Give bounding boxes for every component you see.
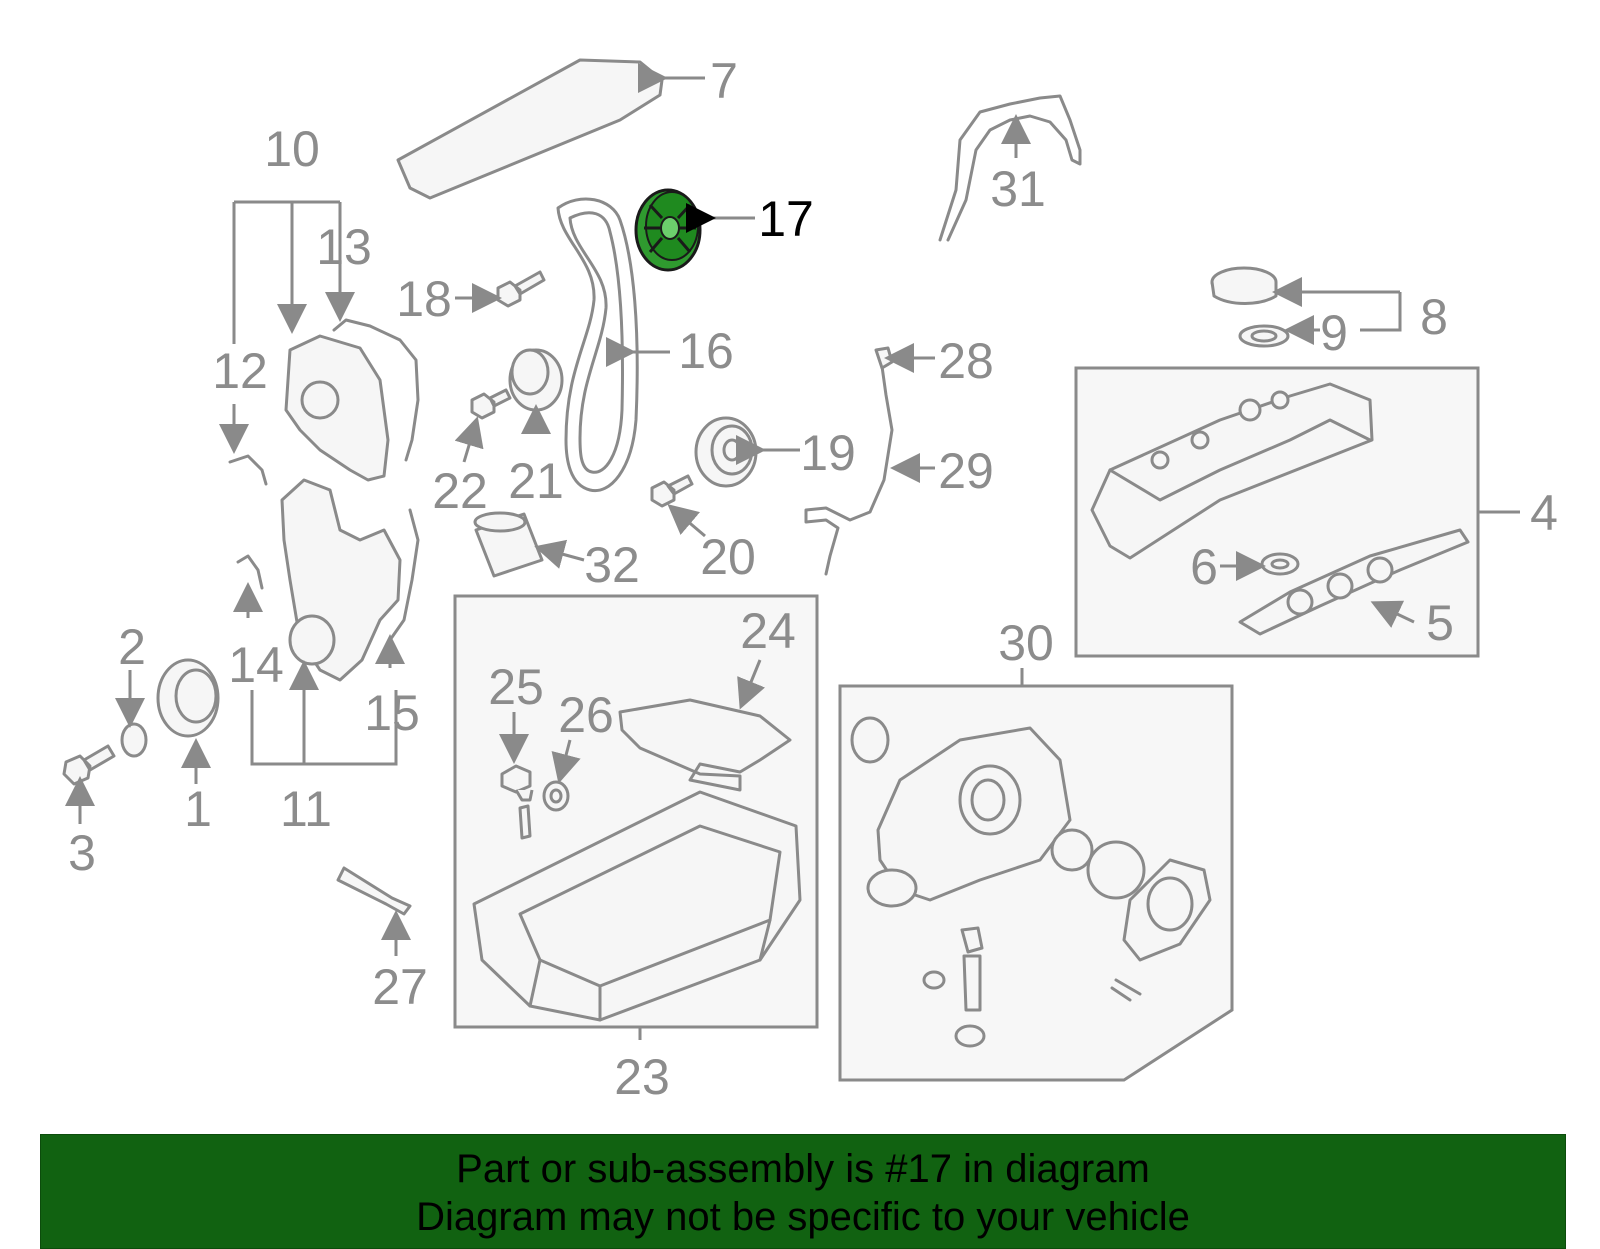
callout-7: 7: [710, 53, 738, 109]
part-28-dipstick: [874, 346, 894, 370]
part-29-dipstick-tube: [804, 350, 894, 576]
part-5-gasket: [1238, 528, 1470, 636]
part-19-pulley: [694, 416, 758, 488]
part-18-bolt: [496, 270, 546, 308]
callout-21: 21: [508, 453, 564, 509]
callout-5: 5: [1426, 595, 1454, 651]
callout-27: 27: [372, 959, 428, 1015]
part-24-baffle: [618, 698, 792, 792]
part-20-bolt: [650, 474, 694, 508]
part-15-seal: [388, 508, 420, 642]
part-21-idler: [508, 348, 564, 412]
part-1-crank-pulley: [156, 658, 220, 738]
callout-8: 8: [1420, 289, 1448, 345]
callout-28: 28: [938, 333, 994, 389]
callout-12: 12: [212, 343, 268, 399]
callout-14: 14: [228, 637, 284, 693]
part-23-oil-pan: [472, 790, 802, 1022]
callout-3: 3: [68, 825, 96, 881]
part-25-drain-plug: [500, 764, 534, 840]
part-31-gasket: [938, 94, 1082, 242]
banner-line-2: Diagram may not be specific to your vehi…: [416, 1195, 1190, 1239]
callout-24: 24: [740, 603, 796, 659]
callout-9: 9: [1320, 305, 1348, 361]
callout-10: 10: [264, 121, 320, 177]
part-11-timing-cover-lower: [280, 478, 402, 682]
part-14-seal: [236, 554, 264, 590]
part-22-bolt: [470, 388, 512, 420]
part-7-gasket: [396, 58, 664, 200]
callout-16: 16: [678, 323, 734, 379]
part-9-seal: [1238, 324, 1290, 348]
callout-11: 11: [280, 781, 332, 837]
callout-26: 26: [558, 687, 614, 743]
callout-20: 20: [700, 529, 756, 585]
callout-31: 31: [990, 161, 1046, 217]
part-16-timing-belt: [556, 197, 639, 493]
part-12-seal: [228, 454, 268, 486]
callout-19: 19: [800, 425, 856, 481]
part-8-oil-cap: [1210, 266, 1278, 305]
callout-15: 15: [364, 685, 420, 741]
part-4-valve-cover: [1090, 382, 1374, 560]
part-2-washer: [120, 722, 148, 758]
part-6-seal: [1260, 552, 1300, 576]
part-26-washer: [542, 780, 570, 812]
part-32-oil-filter: [473, 511, 544, 578]
part-30-oil-pump: [850, 716, 1212, 1048]
callout-18: 18: [396, 271, 452, 327]
part-10-timing-cover-upper: [284, 334, 390, 482]
callout-4: 4: [1530, 485, 1558, 541]
callout-30: 30: [998, 615, 1054, 671]
callout-23: 23: [614, 1049, 670, 1105]
part-17-sprocket-icon[interactable]: [634, 188, 702, 272]
callout-2: 2: [118, 619, 146, 675]
callout-1: 1: [184, 781, 212, 837]
info-banner: Part or sub-assembly is #17 in diagram D…: [40, 1134, 1566, 1249]
callout-25: 25: [488, 659, 544, 715]
callout-13: 13: [316, 219, 372, 275]
callout-32: 32: [584, 537, 640, 593]
part-3-bolt: [62, 744, 116, 786]
callout-29: 29: [938, 443, 994, 499]
callout-17[interactable]: 17: [758, 191, 814, 247]
banner-line-1: Part or sub-assembly is #17 in diagram: [456, 1147, 1150, 1191]
callout-6: 6: [1190, 539, 1218, 595]
callout-22: 22: [432, 463, 488, 519]
part-27-tool: [336, 866, 412, 916]
